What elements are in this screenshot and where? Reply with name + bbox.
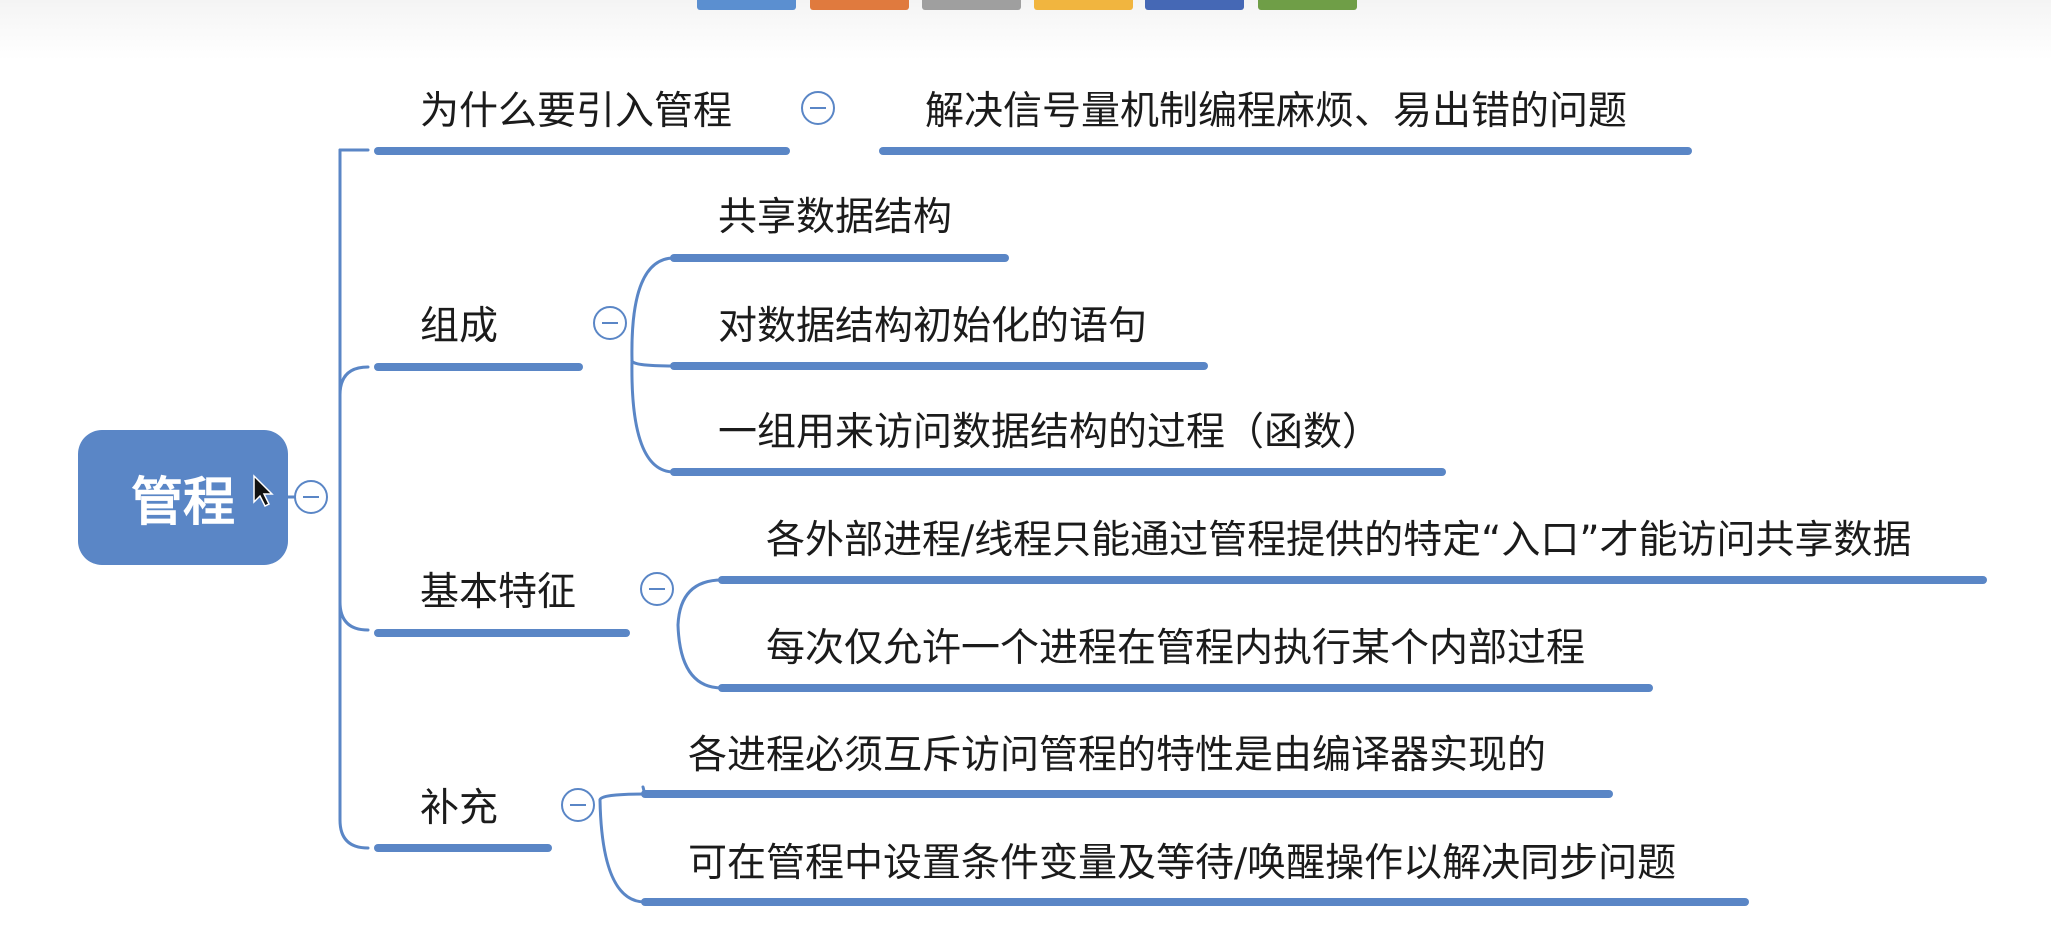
branch-label[interactable]: 补充: [420, 786, 499, 831]
collapse-branch-button[interactable]: [561, 788, 595, 822]
leaf-label[interactable]: 各进程必须互斥访问管程的特性是由编译器实现的: [688, 733, 1547, 778]
collapse-branch-button[interactable]: [801, 91, 835, 125]
collapse-root-button[interactable]: [294, 480, 328, 514]
toolbar-color-swatch[interactable]: [1034, 0, 1133, 10]
root-node[interactable]: 管程: [78, 430, 288, 565]
leaf-label[interactable]: 可在管程中设置条件变量及等待/唤醒操作以解决同步问题: [688, 841, 1677, 886]
collapse-branch-button[interactable]: [640, 572, 674, 606]
toolbar-color-swatch[interactable]: [1258, 0, 1357, 10]
collapse-branch-button[interactable]: [593, 306, 627, 340]
leaf-label[interactable]: 共享数据结构: [718, 195, 953, 240]
leaf-label[interactable]: 每次仅允许一个进程在管程内执行某个内部过程: [766, 626, 1586, 671]
branch-label[interactable]: 基本特征: [420, 570, 577, 615]
leaf-label[interactable]: 解决信号量机制编程麻烦、易出错的问题: [925, 89, 1628, 134]
leaf-label[interactable]: 各外部进程/线程只能通过管程提供的特定“入口”才能访问共享数据: [766, 518, 1912, 563]
toolbar-color-swatch[interactable]: [922, 0, 1021, 10]
toolbar: [0, 0, 2051, 60]
toolbar-color-swatch[interactable]: [810, 0, 909, 10]
branch-label[interactable]: 为什么要引入管程: [420, 89, 733, 134]
toolbar-color-swatch[interactable]: [1145, 0, 1244, 10]
leaf-label[interactable]: 对数据结构初始化的语句: [718, 304, 1148, 349]
branch-label[interactable]: 组成: [420, 304, 499, 349]
leaf-label[interactable]: 一组用来访问数据结构的过程（函数）: [718, 410, 1382, 455]
mouse-cursor-icon: [253, 474, 274, 508]
toolbar-color-swatch[interactable]: [697, 0, 796, 10]
